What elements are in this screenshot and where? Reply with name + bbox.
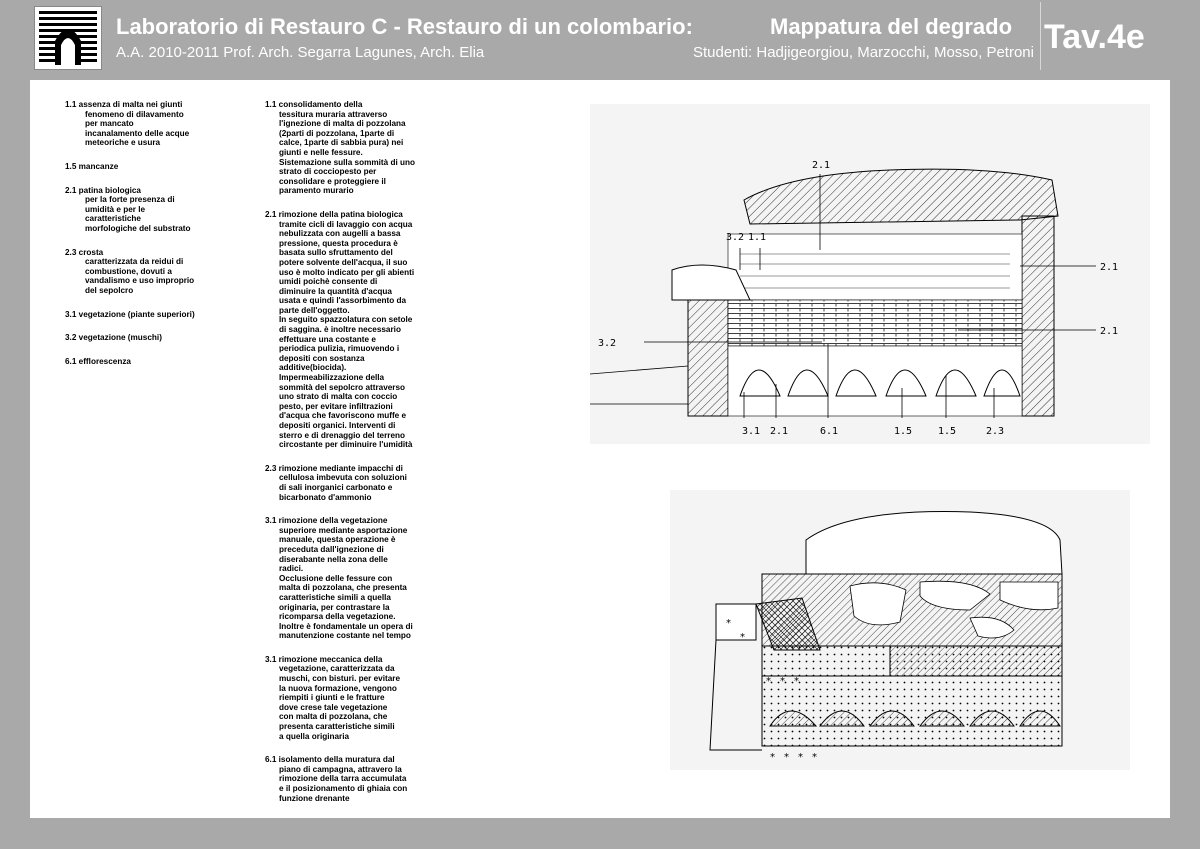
legend-item-title: 6.1 efflorescenza xyxy=(65,356,131,366)
legend-item-title: 3.1 rimozione della vegetazione xyxy=(265,516,388,526)
legend-item-desc: per la forte presenza di umidità e per l… xyxy=(85,195,191,233)
legend-item-desc: caratterizzata da reidui di combustione,… xyxy=(85,257,195,295)
legend-item-desc: cellulosa imbevuta con soluzioni di sali… xyxy=(279,473,407,502)
svg-text:*: * xyxy=(766,676,771,687)
header-subtitle-left: A.A. 2010-2011 Prof. Arch. Segarra Lagun… xyxy=(116,44,485,61)
svg-text:*: * xyxy=(780,676,785,687)
svg-text:*: * xyxy=(812,752,817,763)
header-divider xyxy=(1040,2,1041,70)
top-cap xyxy=(743,168,1059,225)
legend-item-desc: piano di campagna, attravero la rimozion… xyxy=(279,764,408,803)
left-pier xyxy=(687,299,729,417)
label-top: 2.1 xyxy=(812,160,830,171)
svg-text:*: * xyxy=(798,752,803,763)
legend-item-title: 1.1 consolidamento della xyxy=(265,100,363,109)
legend-item-desc: vegetazione, caratterizzata da muschi, c… xyxy=(279,664,401,741)
svg-text:*: * xyxy=(784,752,789,763)
label-upper-b: 1.1 xyxy=(748,232,766,243)
label-right-2: 2.1 xyxy=(1100,326,1118,337)
legend-item-desc: tessitura muraria attraverso l'ignezione… xyxy=(279,109,416,196)
header-subtitle-right: Studenti: Hadjigeorgiou, Marzocchi, Moss… xyxy=(692,44,1034,61)
legend-item-title: 1.5 mancanze xyxy=(65,161,119,171)
legend-item-title: 3.2 vegetazione (muschi) xyxy=(65,333,162,343)
svg-text:*: * xyxy=(770,752,775,763)
legend-item-title: 2.1 patina biologica xyxy=(65,185,141,195)
label-left: 3.2 xyxy=(598,338,616,349)
elevation-drawing: 2.1 3.2 1.1 2.1 2.1 3.2 3.1 2.1 6.1 1.5 … xyxy=(590,104,1150,444)
label-right-1: 2.1 xyxy=(1100,262,1118,273)
label-bottom-3: 1.5 xyxy=(894,426,912,437)
svg-text:*: * xyxy=(794,676,799,687)
degradation-map-drawing: * * * * * * * * * xyxy=(670,490,1130,770)
legend-item-title: 3.1 vegetazione (piante superiori) xyxy=(65,309,195,319)
label-bottom-5: 2.3 xyxy=(986,426,1004,437)
label-bottom-0: 3.1 xyxy=(742,426,760,437)
label-bottom-1: 2.1 xyxy=(770,426,788,437)
header-title-right: Mappatura del degrado xyxy=(770,14,1013,39)
legend-item: 3.1 vegetazione (piante superiori) xyxy=(65,310,265,320)
legend-item-desc: tramite cicli di lavaggio con acqua nebu… xyxy=(279,219,415,450)
legend-item-desc: fenomeno di dilavamento per mancato inca… xyxy=(85,109,190,148)
label-bottom-2: 6.1 xyxy=(820,426,838,437)
svg-text:*: * xyxy=(740,632,745,643)
legend-item-title: 2.3 rimozione mediante impacchi di xyxy=(265,463,403,473)
legend-item-desc: superiore mediante asportazione manuale,… xyxy=(279,525,413,641)
legend-item-title: 1.1 assenza di malta nei giunti xyxy=(65,100,183,109)
legend-item: 6.1 efflorescenza xyxy=(65,357,265,367)
header-bar: Laboratorio di Restauro C - Restauro di … xyxy=(0,0,1200,72)
legend-item: 1.5 mancanze xyxy=(65,162,265,172)
legend-item-title: 2.3 crosta xyxy=(65,247,104,257)
svg-text:*: * xyxy=(726,618,731,629)
right-pier xyxy=(1021,215,1055,417)
sheet-code: Tav.4e xyxy=(1044,18,1145,56)
header-title-left: Laboratorio di Restauro C - Restauro di … xyxy=(116,14,693,39)
logo-icon xyxy=(34,6,102,70)
label-bottom-4: 1.5 xyxy=(938,426,956,437)
legend-item-title: 6.1 isolamento della muratura dal xyxy=(265,755,395,765)
legend-item: 3.2 vegetazione (muschi) xyxy=(65,333,265,343)
legend-item-title: 3.1 rimozione meccanica della xyxy=(265,654,383,664)
legend-item-title: 2.1 rimozione della patina biologica xyxy=(265,209,403,219)
label-upper-a: 3.2 xyxy=(726,232,744,243)
